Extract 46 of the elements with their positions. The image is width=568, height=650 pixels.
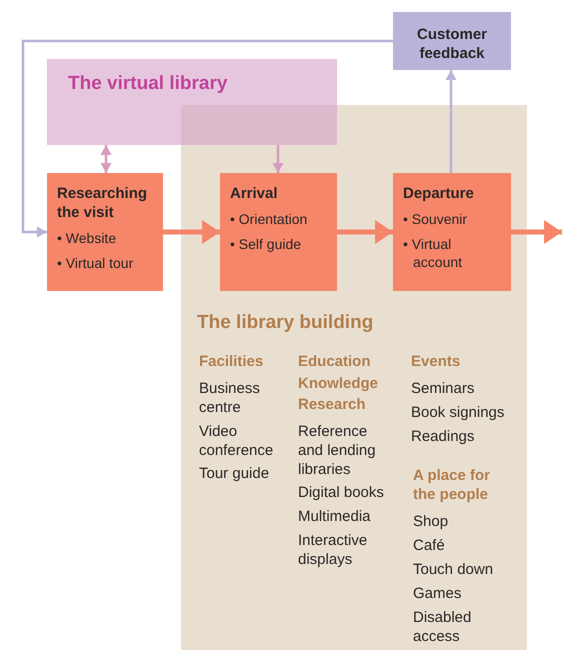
region-panel [47,59,337,145]
category-heading: A place for the people [413,466,491,504]
panel-heading: The library building [197,311,374,334]
list-item: Games [413,584,462,603]
list-item: Disabled access [413,608,472,646]
process-box [393,173,511,291]
category-heading: Facilities [199,352,264,371]
list-item: Seminars [411,379,476,398]
box-heading: Arrival [230,184,279,203]
category-heading: Research [298,395,367,414]
bullet-item: • Website [57,229,118,247]
list-item: Tour guide [199,464,270,483]
arrow [446,70,456,173]
category-heading: Education [298,352,372,371]
box-label: Customer feedback [416,25,488,63]
feedback-box [393,12,511,70]
arrow [337,220,393,244]
region-panel [181,105,527,650]
list-item: Readings [411,427,476,446]
bullet-item: • Virtual tour [57,254,134,272]
list-item: Video conference [199,422,274,460]
arrow [22,40,393,238]
process-box [47,173,163,291]
category-heading: Knowledge [298,374,380,393]
category-heading: Events [411,352,462,371]
bullet-item: • Souvenir [403,210,468,228]
list-item: Multimedia [298,507,372,526]
list-item: Shop [413,512,450,531]
panel-heading: The virtual library [68,72,228,95]
arrow [272,145,284,173]
arrow [511,220,562,244]
box-heading: Departure [403,184,475,203]
list-item: Reference and lending libraries [298,422,377,479]
bullet-item: • Self guide [230,235,302,253]
bullet-item: • Virtual account [403,235,464,271]
list-item: Café [413,536,446,555]
list-item: Digital books [298,483,385,502]
box-heading: Researching the visit [57,184,148,222]
list-item: Interactive displays [298,531,368,569]
bullet-item: • Orientation [230,210,308,228]
list-item: Business centre [199,379,261,417]
list-item: Book signings [411,403,506,422]
list-item: Touch down [413,560,494,579]
process-box [220,173,337,291]
arrow [163,220,220,244]
arrow [100,145,112,173]
